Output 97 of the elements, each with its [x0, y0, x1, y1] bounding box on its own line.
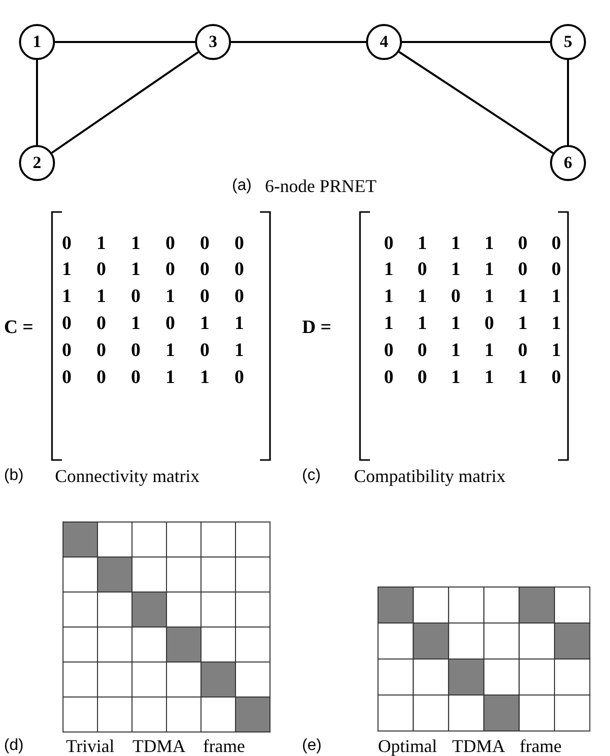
- matrix-entry: 1: [418, 313, 427, 335]
- matrix-entry: 0: [200, 286, 210, 308]
- matrix-entry: 1: [166, 340, 175, 362]
- panel-letter: (a): [232, 177, 252, 195]
- matrix-entry: 1: [62, 286, 72, 308]
- matrix-entry: 0: [418, 340, 427, 362]
- matrix-entry: 1: [518, 286, 528, 308]
- matrix-entry: 1: [234, 340, 244, 362]
- matrix-entry: 0: [234, 286, 244, 308]
- matrix-entry: 1: [384, 313, 394, 335]
- matrix-entry: 0: [166, 259, 175, 281]
- matrix-entry: 0: [552, 367, 561, 389]
- matrix-entry: 1: [96, 286, 106, 308]
- matrix-entry: 0: [96, 340, 106, 362]
- connector-line: [567, 60, 569, 145]
- matrix-entry: 0: [234, 259, 244, 281]
- connector-line: [36, 60, 38, 145]
- matrix-entry: 1: [200, 313, 210, 335]
- matrix-entry: 0: [131, 367, 140, 389]
- matrix-entry: 1: [552, 286, 561, 308]
- node-circle: 3: [195, 24, 231, 60]
- panel-caption: 6-node PRNET: [265, 176, 376, 197]
- node-circle: 2: [19, 145, 55, 181]
- matrix-entry: 0: [200, 233, 210, 255]
- matrix-entry: 0: [384, 340, 394, 362]
- matrix-entry: 0: [62, 233, 72, 255]
- matrix-entry: 0: [131, 286, 140, 308]
- matrix-entry: 0: [166, 233, 175, 255]
- matrix-entry: 0: [451, 286, 460, 308]
- matrix-entry: 0: [62, 313, 72, 335]
- matrix-entry: 0: [234, 233, 244, 255]
- matrix-name: D =: [302, 317, 332, 339]
- matrix-entry: 0: [418, 259, 427, 281]
- matrix-entry: 1: [384, 259, 394, 281]
- matrix-entry: 1: [518, 367, 528, 389]
- panel-caption: Connectivity matrix: [55, 466, 200, 487]
- matrix-entry: 0: [234, 367, 244, 389]
- matrix-entry: 0: [62, 340, 72, 362]
- connector-line: [231, 41, 366, 43]
- matrix-entry: 0: [552, 259, 561, 281]
- matrix-entry: 0: [200, 259, 210, 281]
- matrix-entry: 1: [518, 313, 528, 335]
- matrix-entry: 0: [518, 259, 528, 281]
- matrix-entry: 1: [552, 313, 561, 335]
- matrix-entry: 0: [131, 340, 140, 362]
- matrix-entry: 0: [518, 233, 528, 255]
- matrix-entry: 1: [384, 286, 394, 308]
- panel-letter: (c): [302, 467, 321, 485]
- node-circle: 1: [19, 24, 55, 60]
- matrix-entry: 1: [451, 233, 460, 255]
- matrix-entry: 0: [384, 367, 394, 389]
- matrix-entry: 0: [96, 367, 106, 389]
- panel-caption: Optimal TDMA frame: [378, 736, 562, 756]
- matrix-entry: 1: [96, 233, 106, 255]
- node-circle: 6: [550, 145, 586, 181]
- connector-line: [402, 41, 550, 43]
- node-circle: 5: [550, 24, 586, 60]
- matrix-entry: 1: [484, 286, 494, 308]
- matrix-entry: 1: [131, 233, 140, 255]
- panel-letter: (b): [4, 467, 24, 485]
- matrix-entry: 1: [484, 340, 494, 362]
- panel-caption: Compatibility matrix: [354, 466, 506, 487]
- matrix-entry: 1: [484, 367, 494, 389]
- matrix-entry: 1: [200, 367, 210, 389]
- matrix-entry: 0: [418, 367, 427, 389]
- matrix-entry: 1: [484, 259, 494, 281]
- node-circle: 4: [366, 24, 402, 60]
- matrix-entry: 1: [166, 286, 175, 308]
- matrix-entry: 1: [451, 259, 460, 281]
- matrix-entry: 1: [418, 233, 427, 255]
- matrix-entry: 1: [62, 259, 72, 281]
- matrix-entry: 1: [484, 233, 494, 255]
- matrix-entry: 1: [131, 313, 140, 335]
- matrix-entry: 1: [131, 259, 140, 281]
- matrix-entry: 0: [552, 233, 561, 255]
- connector-line: [398, 51, 554, 154]
- matrix-entry: 1: [552, 340, 561, 362]
- matrix-name: C =: [4, 317, 34, 339]
- matrix-entry: 0: [484, 313, 494, 335]
- matrix-entry: 1: [451, 340, 460, 362]
- panel-caption: Trivial TDMA frame: [66, 736, 245, 756]
- matrix-entry: 0: [518, 340, 528, 362]
- matrix-entry: 0: [166, 313, 175, 335]
- matrix-entry: 1: [234, 313, 244, 335]
- connector-line: [51, 51, 199, 154]
- matrix-entry: 1: [451, 367, 460, 389]
- panel-letter: (d): [4, 737, 24, 755]
- matrix-entry: 0: [96, 259, 106, 281]
- connector-line: [55, 41, 195, 43]
- matrix-entry: 0: [384, 233, 394, 255]
- matrix-entry: 1: [451, 313, 460, 335]
- matrix-entry: 1: [166, 367, 175, 389]
- matrix-entry: 0: [200, 340, 210, 362]
- matrix-entry: 0: [96, 313, 106, 335]
- panel-letter: (e): [302, 737, 322, 755]
- matrix-entry: 0: [62, 367, 72, 389]
- matrix-entry: 1: [418, 286, 427, 308]
